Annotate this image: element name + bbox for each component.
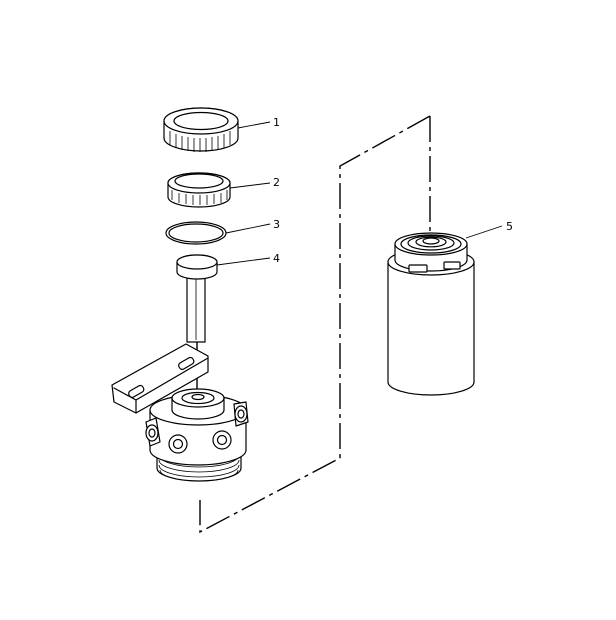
callout-1: 1 xyxy=(273,116,280,129)
part-3-o-ring xyxy=(165,221,227,245)
callout-5: 5 xyxy=(506,220,513,233)
callout-4: 4 xyxy=(273,252,280,265)
callout-2: 2 xyxy=(273,176,280,189)
leader-lines xyxy=(216,121,503,266)
callout-3: 3 xyxy=(273,218,280,231)
part-5-filter-canister xyxy=(387,232,475,396)
part-2-cap xyxy=(167,172,231,208)
part-1-ring-nut xyxy=(163,107,239,152)
filter-base-head xyxy=(111,343,249,482)
part-4-stem xyxy=(176,254,218,343)
